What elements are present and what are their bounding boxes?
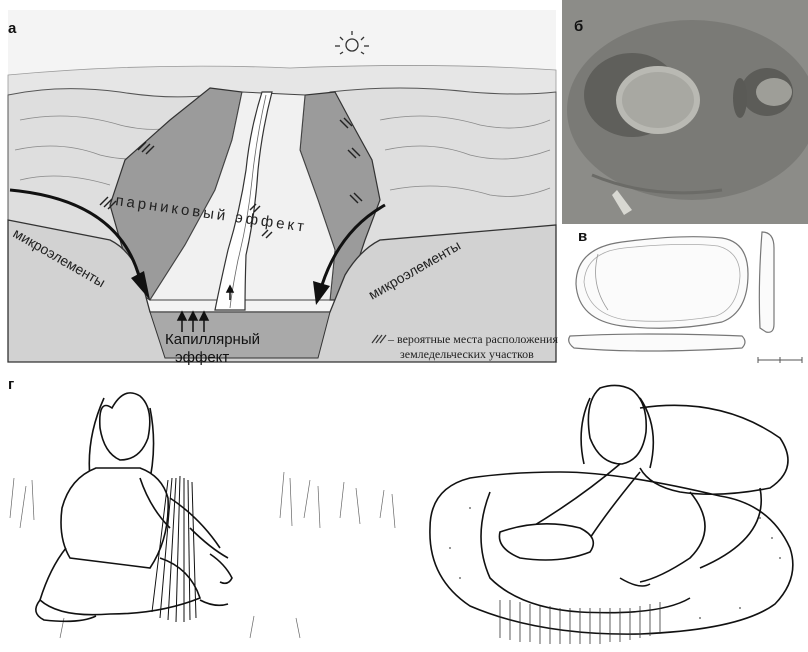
legend-text-line1: – вероятные места расположения — [387, 332, 558, 346]
capillary-label-line2: эффект — [175, 349, 229, 366]
panel-g-sketches: г — [0, 368, 808, 652]
capillary-label-line1: Капиллярный — [165, 331, 260, 348]
grinding-stone-photo-illustration — [562, 0, 808, 224]
panel-a-label: а — [8, 20, 16, 37]
harvest-and-grinding-sketch — [0, 368, 808, 652]
legend-text-line2: земледельческих участков — [400, 347, 534, 361]
panel-a-canyon-diagram: а — [0, 0, 562, 368]
grinding-stone-drawing — [562, 224, 808, 368]
panel-b-label: б — [574, 18, 583, 35]
panel-g-label: г — [8, 376, 14, 393]
canyon-diagram-svg: парниковый эффект микроэлементы микроэле… — [0, 0, 562, 368]
panel-v-label: в — [578, 228, 587, 245]
panel-v-drawing: в — [562, 224, 808, 368]
panel-b-photo: б — [562, 0, 808, 224]
